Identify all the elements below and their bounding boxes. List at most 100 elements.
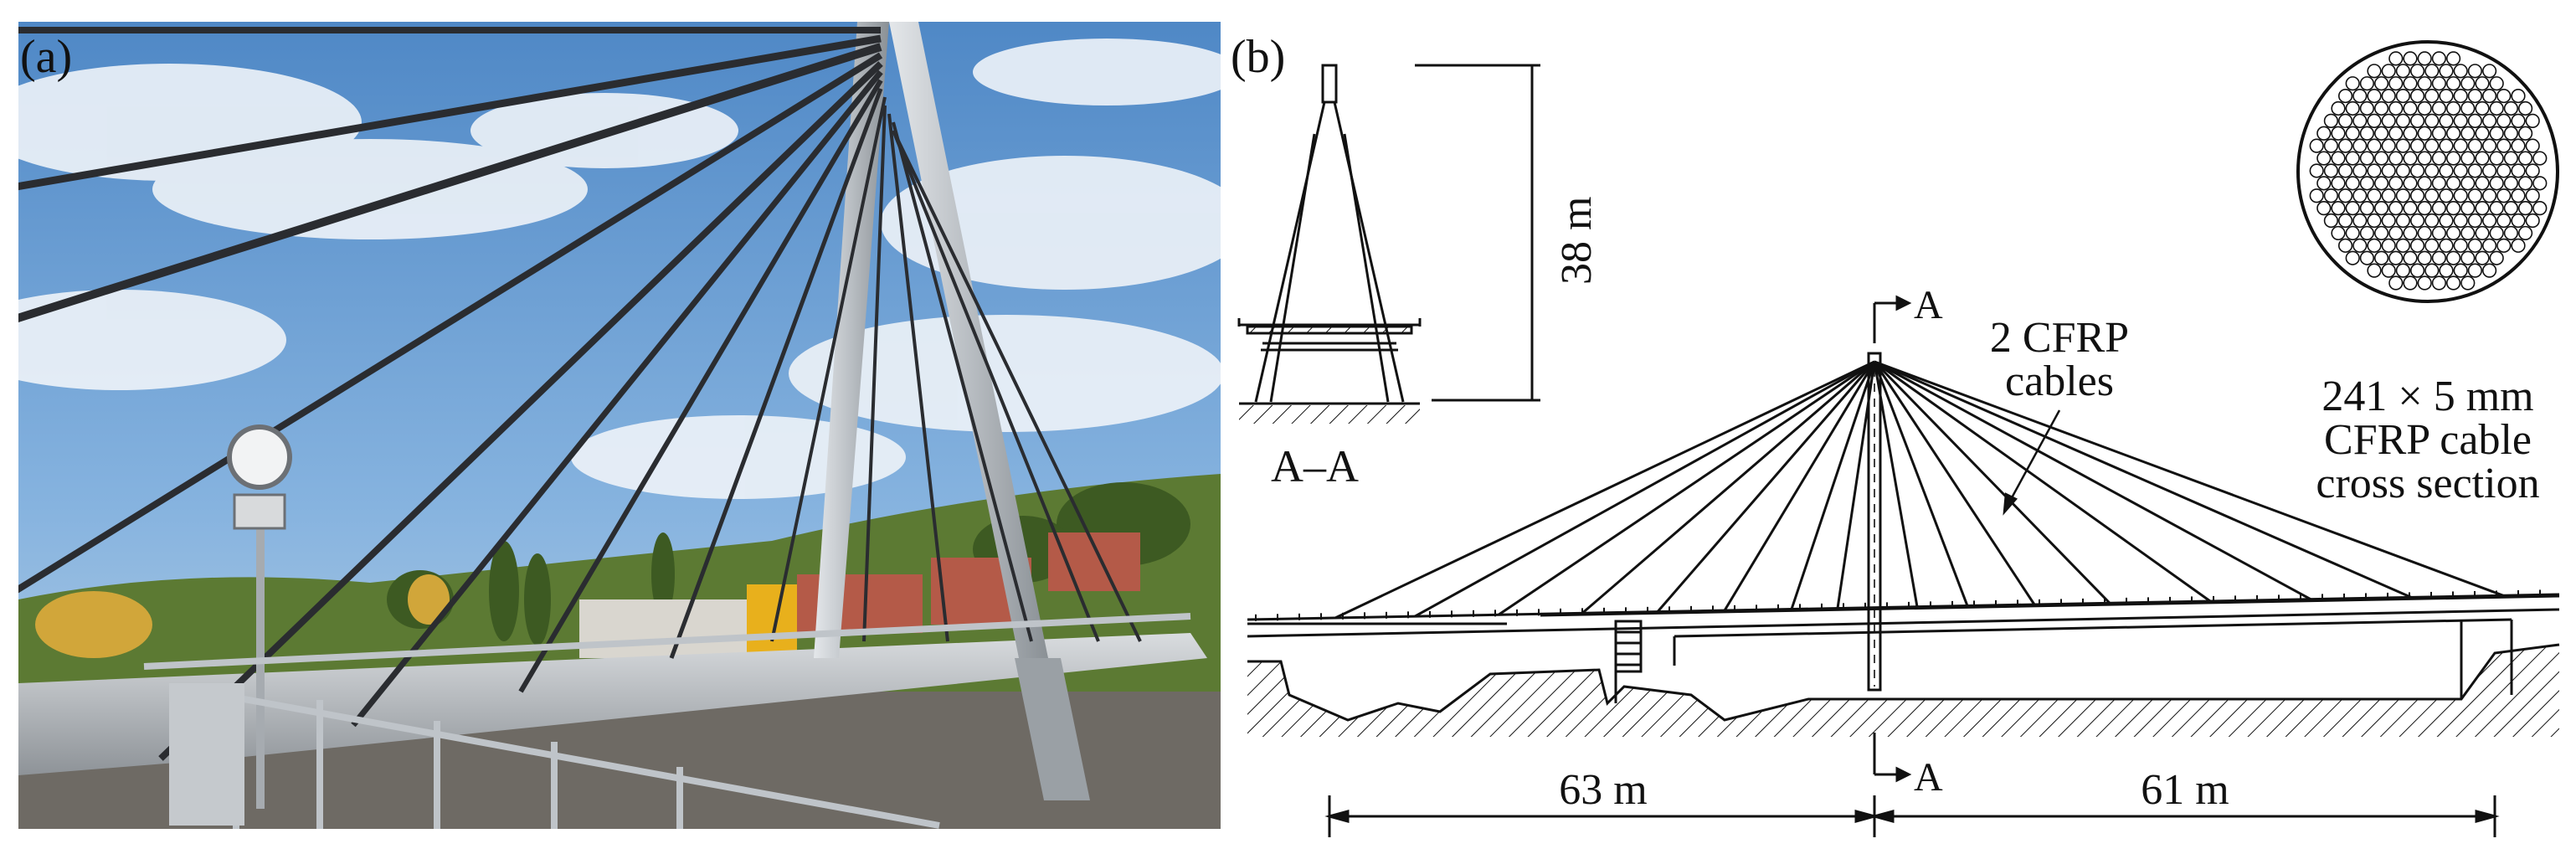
- wire-strand: [2481, 138, 2497, 153]
- wire-strand: [2373, 100, 2389, 116]
- hillside: [18, 474, 1221, 692]
- wire-strand: [2395, 188, 2410, 203]
- wire-strand: [2503, 151, 2518, 166]
- wire-strand: [2439, 188, 2454, 203]
- wire-strand: [2352, 213, 2368, 229]
- wire-strand: [2417, 275, 2432, 291]
- pylon-left-leg: [814, 22, 889, 658]
- wire-strand: [2381, 188, 2396, 203]
- wire-strand: [2388, 201, 2404, 216]
- wire-strand: [2511, 213, 2526, 229]
- wire-strand: [2489, 225, 2504, 241]
- wire-strand: [2309, 188, 2324, 203]
- wire-strand: [2481, 163, 2497, 178]
- wire-strand: [2517, 100, 2533, 116]
- wire-strand: [2395, 64, 2410, 79]
- wire-strand: [2481, 213, 2497, 229]
- wire-strand: [2388, 176, 2404, 191]
- wire-strand: [2439, 163, 2454, 178]
- wire-strand: [2439, 64, 2454, 79]
- stay-cable: [1581, 360, 1875, 615]
- pylon-height-label: 38 m: [1553, 197, 1601, 285]
- wire-strand: [2453, 263, 2468, 278]
- wire-strand: [2424, 263, 2440, 278]
- wire-strand: [2409, 113, 2425, 128]
- truck-body: [579, 599, 755, 658]
- wire-strand: [2403, 151, 2418, 166]
- wire-strand: [2475, 250, 2490, 265]
- bridge-photo: [18, 22, 1221, 829]
- wire-strand: [2460, 100, 2476, 116]
- wire-strand: [2439, 113, 2454, 128]
- wire-strand: [2395, 238, 2410, 253]
- cfrp-cross-section: [2296, 40, 2559, 303]
- stay-cable: [1874, 360, 2311, 601]
- wire-strand: [2373, 225, 2389, 241]
- wire-strand: [2431, 250, 2446, 265]
- wire-strand: [2496, 188, 2512, 203]
- wire-strand: [2532, 151, 2548, 166]
- wire-strand: [2453, 64, 2468, 79]
- wire-strand: [2381, 163, 2396, 178]
- wire-strand: [2445, 51, 2461, 66]
- wire-strand: [2525, 113, 2540, 128]
- ground-hatching: [1247, 645, 2559, 737]
- wire-strand: [2424, 188, 2440, 203]
- wire-strand: [2323, 138, 2338, 153]
- wire-strand: [2496, 113, 2512, 128]
- wire-strand: [2359, 250, 2374, 265]
- wire-strand: [2409, 138, 2425, 153]
- wire-strand: [2352, 188, 2368, 203]
- wire-strand: [2424, 213, 2440, 229]
- wire-strand: [2511, 238, 2526, 253]
- wire-strand: [2517, 151, 2533, 166]
- wire-strand: [2323, 163, 2338, 178]
- wire-strand: [2460, 76, 2476, 91]
- bridge-drawing: A–A 38 m 241 × 5 mm CFRP cable cross sec…: [1222, 0, 2576, 850]
- wire-strand: [2424, 238, 2440, 253]
- wire-strand: [2475, 76, 2490, 91]
- wire-strand: [2352, 88, 2368, 104]
- wire-strand: [2445, 275, 2461, 291]
- bridge-drawing-illustration: A–A 38 m 241 × 5 mm CFRP cable cross sec…: [1237, 40, 2560, 837]
- wire-strand: [2337, 238, 2353, 253]
- wire-strand: [2409, 163, 2425, 178]
- wire-strand: [2373, 126, 2389, 141]
- wire-strand: [2331, 201, 2346, 216]
- wire-strand: [2337, 188, 2353, 203]
- wire-strand: [2367, 263, 2382, 278]
- wire-strand: [2517, 126, 2533, 141]
- wire-strand: [2431, 225, 2446, 241]
- wire-strand: [2388, 51, 2404, 66]
- bridge-deck: [18, 633, 1207, 775]
- wire-strand: [2424, 64, 2440, 79]
- wire-strand: [2381, 88, 2396, 104]
- wire-strand: [2316, 151, 2332, 166]
- wire-strand: [2359, 225, 2374, 241]
- wire-strand: [2403, 225, 2418, 241]
- wire-strand: [2460, 250, 2476, 265]
- bridge-photo-illustration: [18, 22, 1221, 829]
- wire-strand: [2417, 176, 2432, 191]
- wire-strand: [2439, 138, 2454, 153]
- wire-strand: [2403, 126, 2418, 141]
- stairs: [1614, 620, 1643, 673]
- wire-strand: [2496, 138, 2512, 153]
- wire-strand: [2489, 76, 2504, 91]
- wire-strand: [2417, 51, 2432, 66]
- wire-strand: [2517, 176, 2533, 191]
- wire-strand: [2352, 238, 2368, 253]
- cable-label-line1: 2 CFRP: [1990, 314, 2129, 362]
- wire-strand: [2467, 213, 2482, 229]
- wire-strand: [2337, 163, 2353, 178]
- wire-strand: [2445, 225, 2461, 241]
- wire-strand: [2481, 188, 2497, 203]
- wire-strand: [2489, 201, 2504, 216]
- wire-strand: [2445, 100, 2461, 116]
- wire-strand: [2381, 238, 2396, 253]
- stay-cable: [1874, 360, 2211, 603]
- stay-cable: [1723, 361, 1876, 611]
- wire-strand: [2481, 238, 2497, 253]
- wire-strand: [2409, 88, 2425, 104]
- autumn-trees: [35, 574, 450, 658]
